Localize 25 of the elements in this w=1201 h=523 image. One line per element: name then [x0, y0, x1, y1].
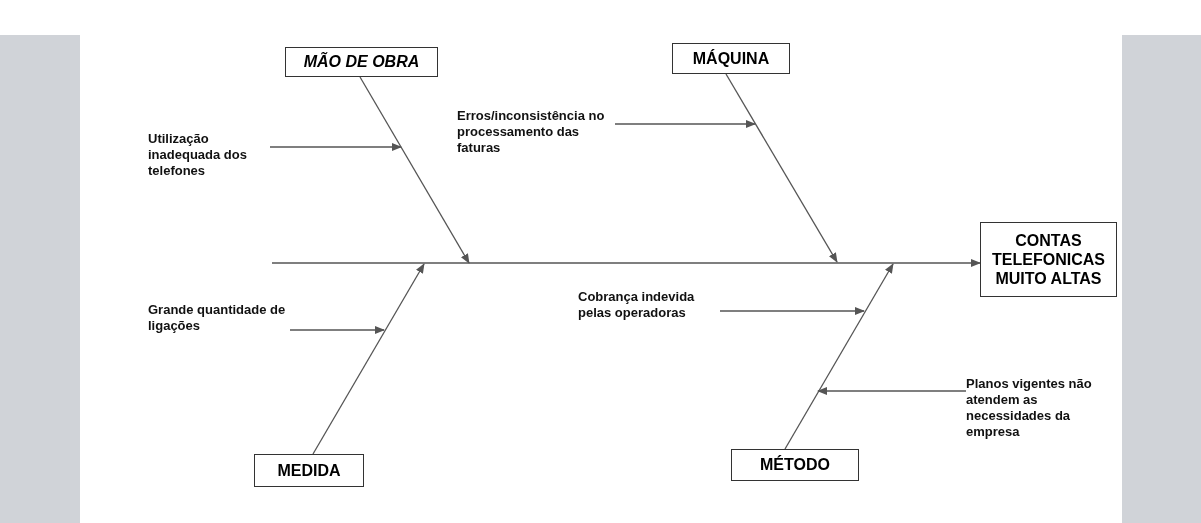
cause-text: Erros/inconsistência no processamento das faturas — [457, 108, 615, 160]
arrow — [725, 73, 838, 263]
category-box — [731, 449, 859, 481]
cause-text: Utilização inadequada dos telefones — [148, 131, 270, 181]
arrow — [312, 263, 425, 455]
arrow — [784, 263, 894, 450]
cause-text: Cobrança indevida pelas operadoras — [578, 289, 720, 323]
category-label: MÉTODO — [760, 454, 830, 475]
category-label: MEDIDA — [277, 460, 341, 481]
arrow — [359, 76, 470, 264]
category-box — [285, 47, 438, 77]
category-label: MÃO DE OBRA — [303, 51, 420, 72]
category-box — [672, 43, 790, 74]
arrow — [271, 259, 981, 267]
arrow — [269, 143, 402, 151]
category-box — [254, 454, 364, 487]
arrow — [289, 326, 385, 334]
cause-text: Planos vigentes não atendem as necessidades da empresa — [966, 376, 1118, 446]
arrow — [817, 387, 967, 395]
category-label: MÁQUINA — [692, 48, 770, 69]
cause-text: Grande quantidade de ligações — [148, 302, 290, 338]
effect-label: CONTAS TELEFONICAS MUITO ALTAS — [991, 231, 1106, 288]
arrow — [614, 120, 756, 128]
effect-box — [980, 222, 1117, 297]
arrow — [719, 307, 865, 315]
